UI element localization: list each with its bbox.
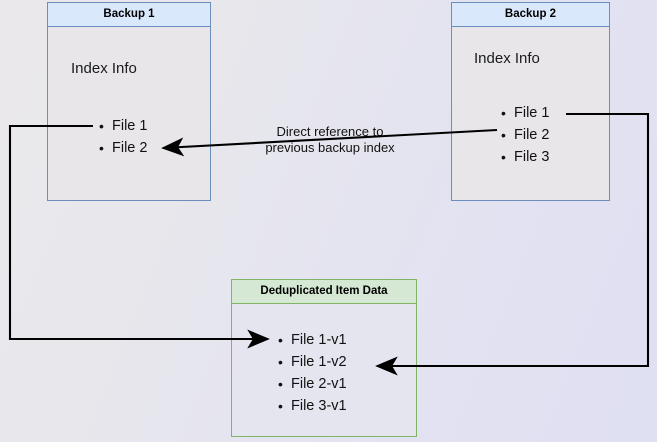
node-backup-1[interactable]: Backup 1 Index Info File 1 File 2	[47, 2, 211, 201]
node-backup-1-header: Backup 1	[48, 3, 210, 27]
node-backup-1-subtitle: Index Info	[71, 60, 137, 77]
node-backup-2[interactable]: Backup 2 Index Info File 1 File 2 File 3	[451, 2, 610, 201]
node-backup-2-file-list: File 1 File 2 File 3	[500, 102, 550, 168]
node-deduplicated-item-data-header: Deduplicated Item Data	[232, 280, 416, 304]
list-item: File 3-v1	[278, 395, 347, 417]
node-backup-1-file-list: File 1 File 2	[98, 115, 148, 159]
node-deduplicated-item-data[interactable]: Deduplicated Item Data File 1-v1 File 1-…	[231, 279, 417, 437]
list-item: File 1-v1	[278, 329, 347, 351]
node-backup-2-header: Backup 2	[452, 3, 609, 27]
edge-label-direct-reference: Direct reference to previous backup inde…	[265, 124, 395, 155]
list-item: File 2-v1	[278, 373, 347, 395]
node-deduplicated-item-data-file-list: File 1-v1 File 1-v2 File 2-v1 File 3-v1	[277, 329, 347, 417]
list-item: File 2	[99, 137, 148, 159]
list-item: File 1	[99, 115, 148, 137]
node-backup-2-subtitle: Index Info	[474, 50, 540, 67]
list-item: File 1-v2	[278, 351, 347, 373]
list-item: File 2	[501, 124, 550, 146]
list-item: File 1	[501, 102, 550, 124]
list-item: File 3	[501, 146, 550, 168]
